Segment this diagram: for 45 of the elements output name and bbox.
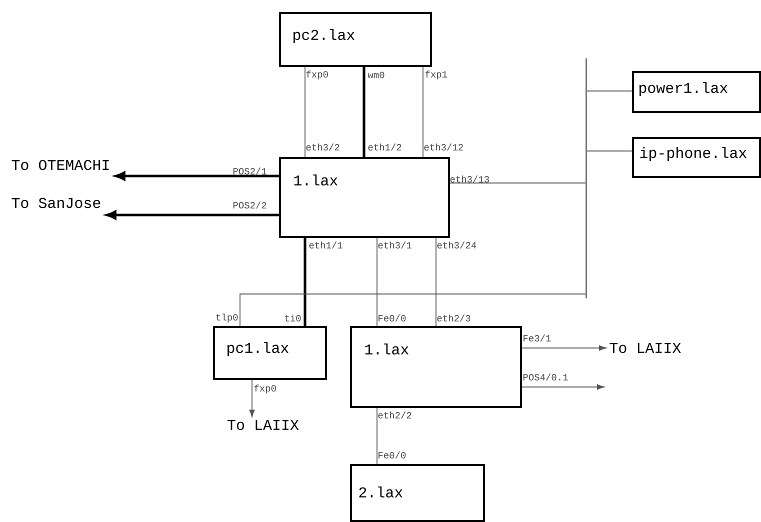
port-label: eth1/1 bbox=[309, 242, 342, 248]
arrow bbox=[249, 380, 255, 418]
host-box: ip-phone.lax bbox=[632, 137, 761, 178]
host-box: pc1.lax bbox=[213, 326, 327, 380]
host-box: 2.lax bbox=[350, 464, 485, 522]
connection-line bbox=[304, 66, 306, 158]
connection-line bbox=[376, 238, 378, 326]
destination-label: To SanJose bbox=[12, 198, 100, 208]
host-box: power1.lax bbox=[632, 71, 761, 113]
arrow bbox=[522, 345, 606, 351]
port-label: Fe0/0 bbox=[378, 314, 406, 322]
port-label: tlp0 bbox=[216, 314, 238, 322]
host-box: pc2.lax bbox=[279, 12, 432, 67]
port-label: eth3/1 bbox=[378, 242, 412, 248]
port-label: Fe0/0 bbox=[378, 452, 406, 458]
connection-line bbox=[376, 408, 378, 464]
port-label: ti0 bbox=[285, 314, 301, 322]
connection-line bbox=[586, 90, 632, 92]
host-box: 1.lax bbox=[350, 326, 522, 408]
port-label: eth3/2 bbox=[306, 144, 340, 150]
port-label: wm0 bbox=[368, 72, 384, 78]
destination-label: To LAIIX bbox=[610, 342, 681, 353]
port-label: eth2/3 bbox=[437, 314, 470, 322]
port-label: fxp0 bbox=[254, 384, 276, 394]
connection-line bbox=[422, 66, 424, 158]
port-label: fxp1 bbox=[425, 70, 448, 80]
destination-label: To OTEMACHI bbox=[12, 160, 109, 170]
host-box: 1.lax bbox=[279, 157, 450, 238]
connection-line bbox=[450, 182, 586, 184]
port-label: eth2/2 bbox=[378, 412, 412, 418]
connection-line bbox=[240, 294, 586, 326]
port-label: POS4/0.1 bbox=[523, 374, 568, 380]
port-label: fxp0 bbox=[306, 70, 328, 80]
port-label: eth3/24 bbox=[437, 242, 476, 248]
port-label: eth1/2 bbox=[368, 144, 402, 150]
connection-line bbox=[586, 150, 632, 152]
connection-line bbox=[304, 238, 306, 326]
port-label: POS2/2 bbox=[233, 202, 266, 208]
destination-label: To LAIIX bbox=[228, 420, 299, 430]
port-label: POS2/1 bbox=[233, 168, 266, 174]
connection-line bbox=[362, 67, 366, 157]
arrow bbox=[522, 384, 604, 390]
port-label: Fe3/1 bbox=[524, 334, 551, 342]
port-label: eth3/13 bbox=[450, 176, 489, 182]
port-label: eth3/12 bbox=[424, 144, 463, 150]
